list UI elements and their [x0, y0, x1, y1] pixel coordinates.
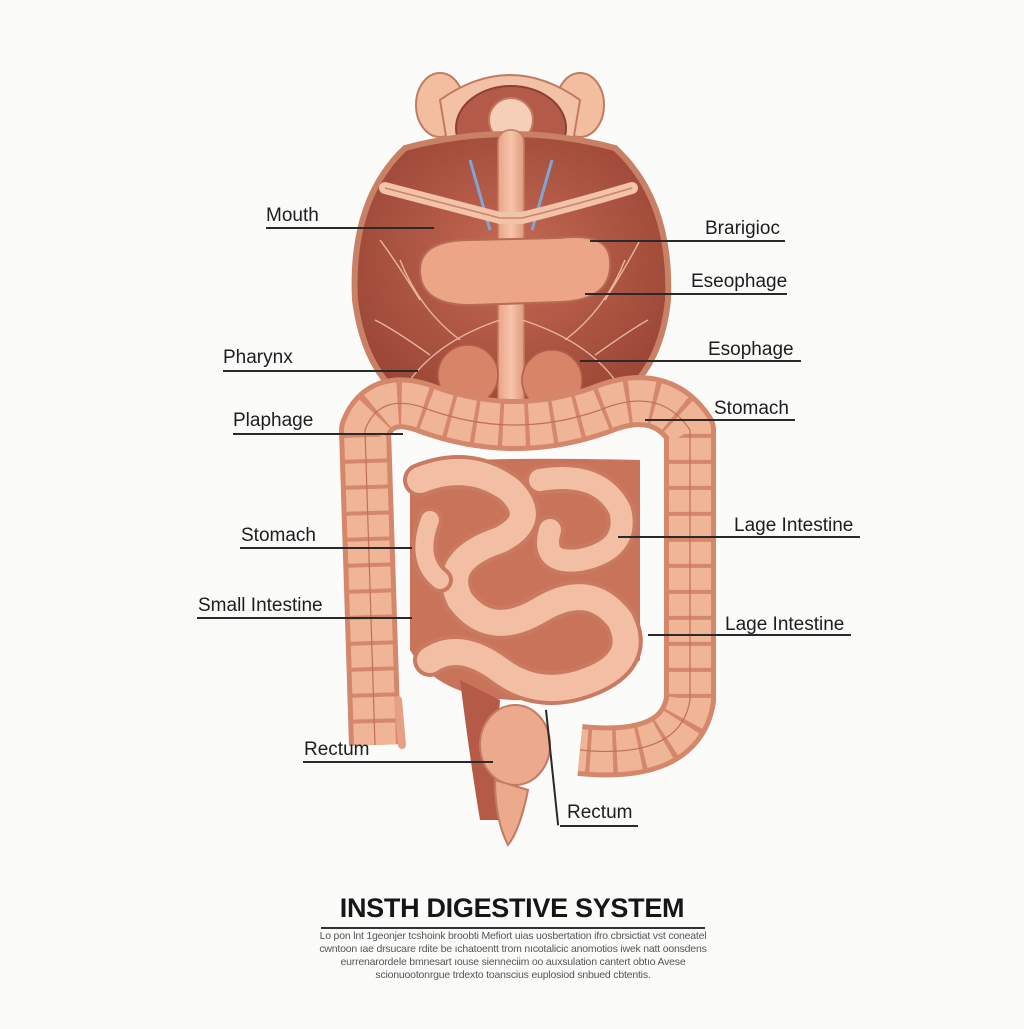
leader-line-large-intestine-2 [648, 634, 851, 636]
leader-line-stomach-left [240, 547, 412, 549]
leader-line-large-intestine-1 [618, 536, 860, 538]
label-stomach-right: Stomach [714, 398, 789, 419]
leader-line-pharynx [223, 370, 418, 372]
title-divider [321, 927, 705, 929]
leader-line-brarigioc [590, 240, 785, 242]
thoracic-cavity [351, 129, 672, 421]
label-eseophage: Eseophage [691, 271, 788, 292]
label-rectum-bottom: Rectum [567, 802, 633, 823]
leader-line-rectum-bottom [560, 825, 638, 827]
label-esophage: Esophage [708, 339, 794, 360]
leader-line-eseophage [585, 293, 787, 295]
label-stomach-left: Stomach [241, 525, 316, 546]
small-intestine [403, 455, 643, 705]
leader-line-mouth [266, 227, 434, 229]
label-brarigioc: Brarigioc [705, 218, 780, 239]
rectum [460, 680, 551, 847]
label-pharynx: Pharynx [223, 347, 293, 368]
leader-line-small-intestine [197, 617, 412, 619]
label-mouth: Mouth [266, 205, 319, 226]
leader-line-plaphage [233, 433, 403, 435]
label-large-intestine-1: Lage Intestine [734, 515, 854, 536]
label-plaphage: Plaphage [233, 410, 314, 431]
leader-line-esophage [580, 360, 801, 362]
label-large-intestine-2: Lage Intestine [725, 614, 845, 635]
leader-line-rectum-left [303, 761, 493, 763]
label-rectum-left: Rectum [304, 739, 370, 760]
leader-line-stomach-right [645, 419, 795, 421]
large-intestine [339, 375, 716, 778]
diagram-title: INSTH DIGESTIVE SYSTEM [339, 893, 685, 923]
label-small-intestine: Small Intestine [198, 595, 323, 616]
diagram-description: Lo pon lnt 1geonjer tcshoink broobti Mef… [319, 930, 707, 981]
